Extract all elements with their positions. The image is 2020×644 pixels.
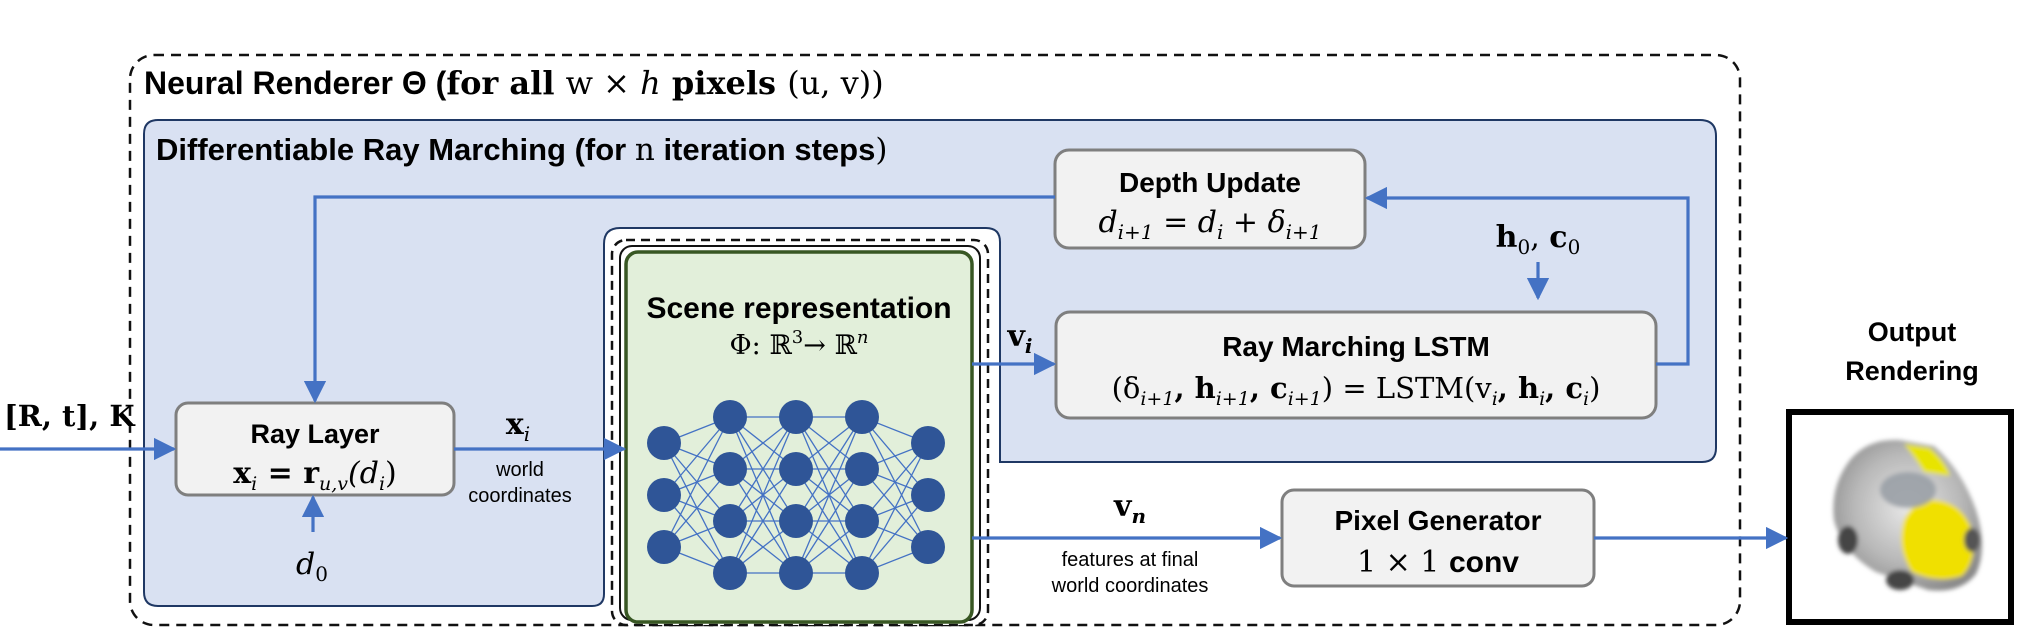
output-title-line1: Output [1868,317,1956,347]
lstm-box: Ray Marching LSTM (δi+1, hi+1, ci+1) = L… [1054,310,1658,420]
network-node [647,530,681,564]
network-node [779,556,813,590]
mlp-network [647,400,945,590]
camera-parameters-label: [R, t], K [4,399,136,433]
ray-marching-title: Differentiable Ray Marching (for n itera… [156,132,887,168]
network-node [779,452,813,486]
network-node [779,400,813,434]
vn-caption-line1: features at final [1062,549,1199,571]
arrow-lstm-to-depth-update [1364,186,1690,366]
network-node [911,530,945,564]
pixel-generator-title: Pixel Generator [1335,505,1542,536]
network-edge [861,494,929,574]
output-title-line2: Rendering [1845,356,1979,386]
rendered-car-image [1833,439,1982,591]
network-node [779,504,813,538]
network-node [845,452,879,486]
scene-title: Scene representation [646,292,951,325]
pixel-generator-box: Pixel Generator 1 × 1 conv [1280,488,1596,588]
ray-layer-title: Ray Layer [250,419,380,449]
network-edge [861,442,929,574]
neural-renderer-container [128,53,1742,627]
xi-label: xi [506,407,530,446]
network-edge [795,416,863,574]
scene-equation: Φ: ℝ3→ ℝn [730,327,869,361]
network-edge [663,416,731,548]
xi-caption-line1: world [495,459,544,481]
network-edge [861,442,929,522]
ray-layer-equation: xi = ru,v(di) [233,456,397,495]
lstm-initial-state: h0, c0 [1496,220,1581,259]
network-edge [729,416,797,522]
network-node [647,478,681,512]
vn-label: vn [1113,489,1146,528]
ray-layer-box: Ray Layer xi = ru,v(di) [174,401,456,497]
scene-representation-box: Scene representation Φ: ℝ3→ ℝn [624,250,974,624]
network-edge [795,416,863,522]
output-rendering [1786,409,2014,625]
network-node [713,400,747,434]
neural-renderer-title: Neural Renderer Θ (for all w × h pixels … [144,64,884,102]
network-edge [663,416,731,496]
network-edge [663,468,731,548]
network-node [845,400,879,434]
depth-update-title: Depth Update [1119,167,1301,198]
initial-depth-label: d0 [296,547,328,586]
network-node [911,478,945,512]
xi-caption-line2: coordinates [468,485,571,507]
vi-label: vi [1006,319,1032,358]
network-edge [729,468,797,574]
lstm-title: Ray Marching LSTM [1222,331,1490,362]
network-node [845,504,879,538]
connectors [0,186,1789,550]
arrow-depth-update-to-ray-layer [303,195,1055,404]
network-node [713,452,747,486]
depth-update-box: Depth Update di+1 = di + δi+1 [1053,148,1367,250]
depth-update-equation: di+1 = di + δi+1 [1098,205,1321,244]
vn-caption-line2: world coordinates [1051,575,1209,597]
network-node [911,426,945,460]
network-node [845,556,879,590]
pixel-generator-equation: 1 × 1 conv [1357,545,1519,580]
network-node [713,504,747,538]
network-node [647,426,681,460]
lstm-equation: (δi+1, hi+1, ci+1) = LSTM(vi, hi, ci) [1112,371,1601,410]
network-edge [795,468,863,574]
network-edge [729,416,797,574]
network-node [713,556,747,590]
